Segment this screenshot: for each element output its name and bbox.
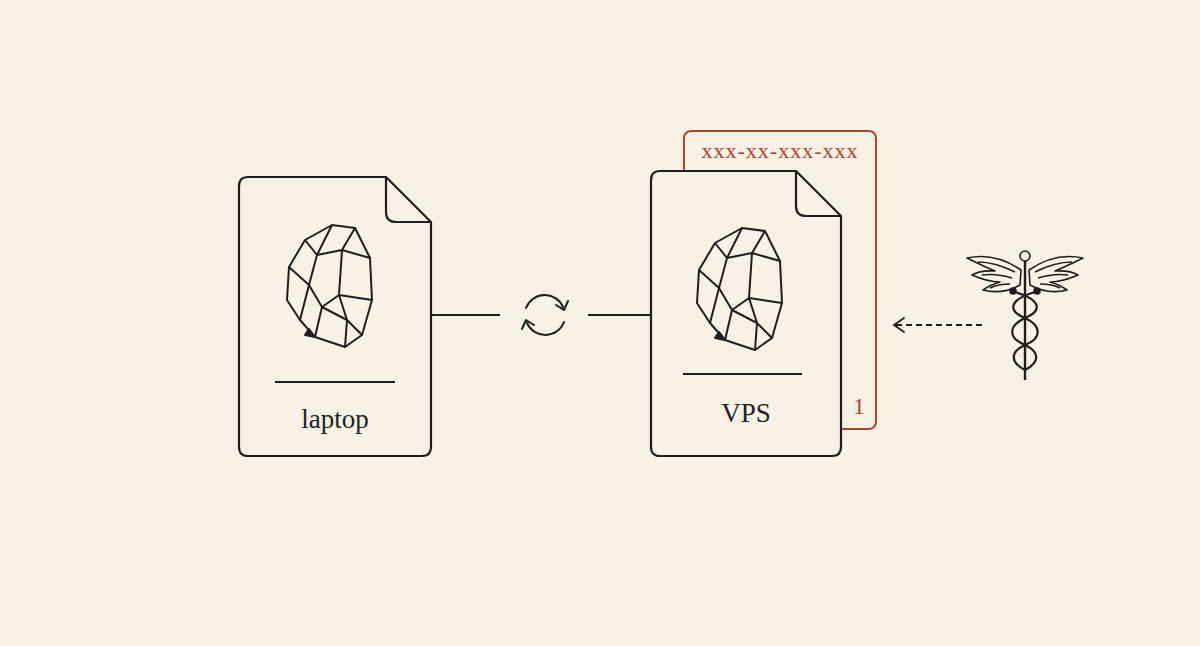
record-count: 1 [853,392,865,421]
rock-icon [287,225,372,347]
document-border [651,171,841,456]
node-label: laptop [238,403,432,435]
label-rule [683,373,802,375]
node-label: VPS [650,397,842,429]
document-border [239,177,431,456]
sync-connector [432,314,650,316]
page-fold [386,177,431,222]
document-node: laptop [238,176,432,457]
dashed-arrow [894,318,982,332]
caduceus-symbol [967,251,1083,380]
document-node: VPS [650,170,842,457]
label-rule [275,381,395,383]
rock-icon [697,228,782,350]
sync-icon [500,288,588,342]
masked-number: xxx-xx-xxx-xxx [685,138,875,164]
